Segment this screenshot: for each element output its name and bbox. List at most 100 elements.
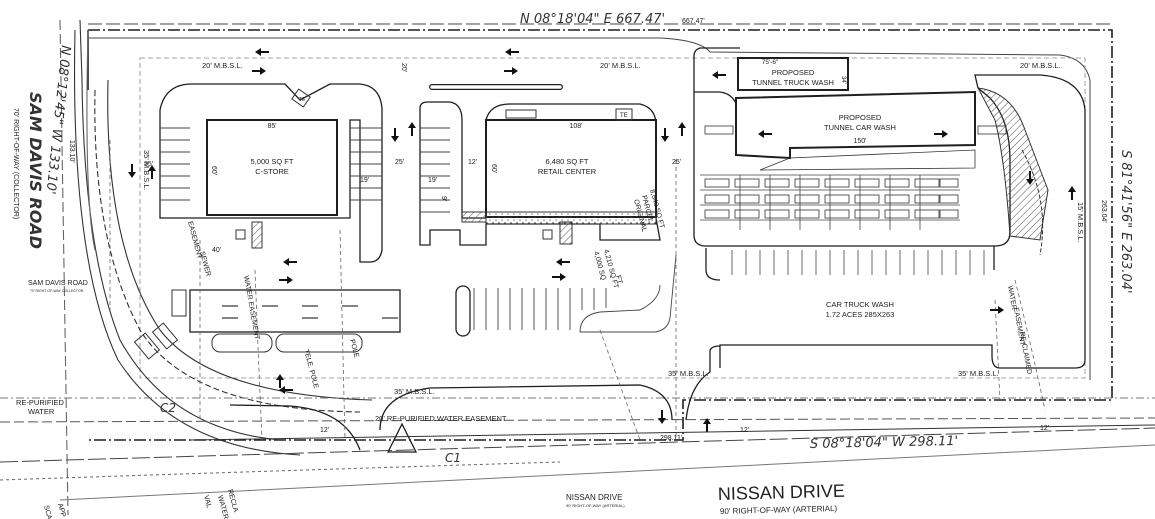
east-curb-line: [1021, 149, 1044, 256]
cstore-lot: [159, 83, 383, 263]
diesel-island-2: [275, 333, 363, 353]
te-label-2: TE: [299, 97, 306, 103]
dim-label: 25': [395, 159, 404, 166]
sam-davis-row-label: 70' RIGHT-OF-WAY (COLLECTOR): [12, 108, 19, 219]
arrow-icon: [556, 258, 570, 266]
truck-wash-title: PROPOSED: [772, 68, 815, 77]
east-dim: 263.04': [1100, 200, 1107, 223]
fuel-pumps: [222, 305, 398, 319]
fuel-canopy: [189, 289, 401, 333]
arrow-icon: [1068, 186, 1076, 200]
repurified-easement-label: 20' RE-PURIFIED WATER EASEMENT: [375, 414, 507, 423]
east-landscape-hatch: [977, 87, 1049, 241]
sam-davis-small-label: SAM DAVIS ROAD: [28, 280, 88, 287]
retail-lot: [419, 101, 661, 246]
arrow-icon: [279, 386, 293, 394]
arrow-icon: [552, 273, 566, 281]
truck-wash-width: 75'-6": [762, 59, 779, 66]
vehicle-entry-1: [133, 332, 161, 360]
app-label: APP: [56, 503, 66, 519]
arrow-icon: [703, 418, 711, 432]
dim-label: 25': [672, 159, 681, 166]
arrow-icon: [391, 128, 399, 142]
retail-dumpster: [461, 211, 487, 223]
sam-davis-small-row: 70' RIGHT-OF-WAY COLLECTOR: [30, 289, 84, 293]
acres-label: 1.72 ACES 285X263: [826, 310, 895, 319]
arrow-icon: [505, 48, 519, 56]
vehicle-entry-2: [151, 322, 179, 350]
nissan-drive-lines: [0, 397, 1155, 501]
mbsl-label: 20' M.B.S.L.: [202, 61, 243, 70]
arrow-icon: [283, 258, 297, 266]
arrow-icon: [712, 71, 726, 79]
repurified-left-2: WATER: [28, 407, 55, 416]
sewer-easement-label: EASEMENT: [186, 221, 203, 261]
retail-depth: 60': [490, 164, 497, 173]
tele-pole-label: TELE. POLE: [302, 349, 319, 390]
south-bearing: S 08°18'04" W 298.11': [810, 434, 959, 452]
west-bearing: N 08°12'45" W 133.10': [42, 45, 73, 195]
arrow-icon: [255, 48, 269, 56]
mbsl-label: 20' M.B.S.L.: [1020, 61, 1061, 70]
mbsl-label: 15' M.B.S.L.: [1076, 202, 1085, 243]
cstore-size: 5,000 SQ FT: [251, 157, 294, 166]
arrow-icon: [1026, 171, 1034, 185]
site-labels: CAR TRUCK WASH 1.72 ACES 285X263 8,640 S…: [592, 189, 894, 319]
north-dim: 667.47': [682, 18, 705, 25]
accessible-space-icon: [235, 229, 246, 240]
arrow-icon: [504, 67, 518, 75]
reclaimed-label-2: WATER: [1006, 285, 1017, 310]
arrow-icon: [148, 165, 156, 179]
nissan-small-row: 90' RIGHT-OF-WAY (ARTERIAL): [566, 503, 625, 508]
arrow-icon: [934, 130, 948, 138]
mbsl-label: 35' M.B.S.L.: [958, 369, 999, 378]
south-drive: [229, 345, 721, 453]
car-wash-sub: TUNNEL CAR WASH: [824, 123, 896, 132]
val-label: VAL: [202, 495, 212, 509]
south-dim: 298.11': [660, 435, 682, 442]
accessible-space-icon: [542, 229, 553, 240]
dim-label: 12': [468, 159, 477, 166]
traffic-arrows: [128, 48, 1076, 432]
retail-te-box: [615, 108, 633, 121]
dim-label: 35': [144, 161, 153, 168]
dim-label: 40': [212, 247, 221, 254]
parcel-ft: FT: [614, 275, 623, 286]
scal-label: SCAL: [42, 505, 54, 519]
arrow-icon: [661, 128, 669, 142]
diesel-island: [211, 333, 273, 353]
dim-label: 9': [440, 196, 447, 201]
queue-vehicles: [704, 125, 1007, 219]
retail-parking-left: [420, 127, 450, 213]
recla-label: RECLA: [226, 489, 239, 514]
retail-dumpster-2: [559, 221, 573, 245]
setback-line: [139, 57, 1086, 379]
retail-south-parking: [473, 254, 677, 333]
north-boundary-line: [88, 23, 1112, 380]
dimension-labels: 20' 25' 25' 19' 19' 12' 12' 12' 12' 35' …: [144, 63, 1049, 434]
truck-wash-building: [737, 57, 849, 91]
west-dim: 133.10': [68, 140, 75, 163]
cstore-kiosk: [291, 88, 311, 108]
truck-wash-sub: TUNNEL TRUCK WASH: [752, 78, 834, 87]
queue-parking: [700, 174, 960, 230]
arrow-icon: [678, 122, 686, 136]
building-labels: 5,000 SQ FT C-STORE 85' 60' 6,480 SQ FT …: [210, 59, 896, 176]
dim-label: 19': [360, 177, 369, 184]
dim-label: 20': [400, 63, 407, 72]
truck-wash-depth: 34': [840, 76, 846, 84]
c1-label: C1: [445, 451, 461, 465]
arrow-icon: [128, 164, 136, 178]
arrow-icon: [658, 410, 666, 424]
cstore-width: 85': [267, 123, 276, 130]
arrow-icon: [408, 122, 416, 136]
car-wash-building: [735, 90, 976, 160]
te-label: TE: [620, 113, 628, 119]
cstore-dumpster: [251, 221, 263, 249]
repurified-left-1: RE-PURIFIED: [16, 398, 65, 407]
c2-label: C2: [160, 401, 176, 415]
mbsl-label: 20' M.B.S.L.: [600, 61, 641, 70]
arrow-icon: [252, 67, 266, 75]
car-wash-title: PROPOSED: [839, 113, 882, 122]
car-wash-apron: [759, 149, 976, 171]
